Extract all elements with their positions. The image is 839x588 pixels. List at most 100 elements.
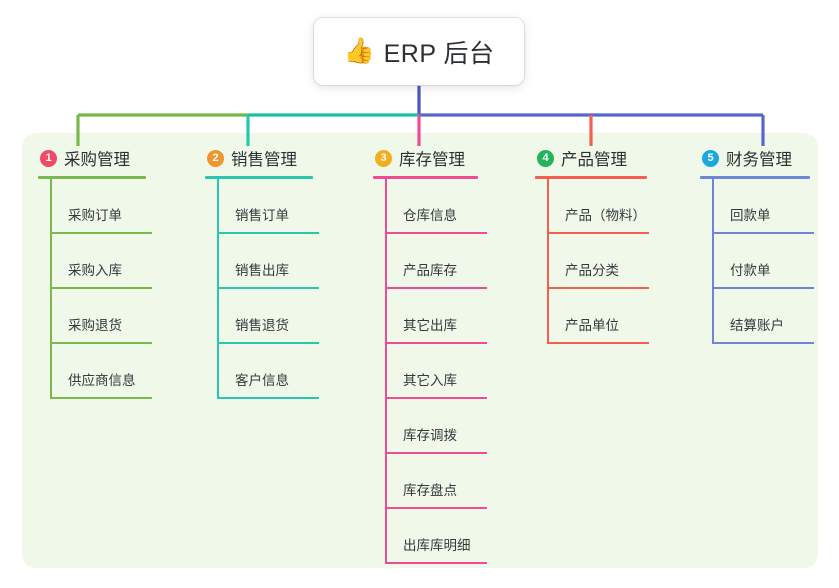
list-item[interactable]: 回款单 (714, 179, 814, 234)
list-item-underline (549, 232, 649, 234)
column-title: 库存管理 (399, 151, 465, 169)
column-badge-icon: 1 (40, 149, 57, 167)
list-item-label: 其它出库 (403, 318, 457, 333)
list-item-label: 采购退货 (68, 318, 122, 333)
column-underline (535, 176, 647, 179)
columns-panel (22, 133, 818, 568)
list-item-label: 采购入库 (68, 263, 122, 278)
list-item-underline (219, 232, 319, 234)
list-item-underline (52, 287, 152, 289)
list-item-label: 产品单位 (565, 318, 619, 333)
column-title: 采购管理 (64, 151, 130, 169)
column-spine (547, 179, 549, 344)
list-item-underline (387, 397, 487, 399)
column-2: 2 销售管理销售订单销售出库销售退货客户信息 (205, 146, 319, 399)
list-item[interactable]: 供应商信息 (52, 344, 152, 399)
root-node[interactable]: 👍 ERP 后台 (314, 18, 524, 85)
list-item[interactable]: 销售退货 (219, 289, 319, 344)
list-item-underline (387, 287, 487, 289)
column-badge-icon: 4 (537, 149, 554, 167)
list-item-label: 其它入库 (403, 373, 457, 388)
list-item[interactable]: 采购订单 (52, 179, 152, 234)
list-item-label: 产品分类 (565, 263, 619, 278)
column-items: 产品（物料） 产品分类产品单位 (535, 179, 649, 344)
list-item[interactable]: 其它入库 (387, 344, 487, 399)
column-underline (373, 176, 478, 179)
list-item-underline (549, 342, 649, 344)
list-item-underline (52, 342, 152, 344)
thumbs-up-icon: 👍 (343, 37, 375, 65)
list-item-label: 回款单 (730, 208, 771, 223)
list-item-underline (549, 287, 649, 289)
column-spine (712, 179, 714, 344)
column-badge-icon: 2 (207, 149, 224, 167)
column-spine (50, 179, 52, 399)
list-item[interactable]: 结算账户 (714, 289, 814, 344)
list-item[interactable]: 客户信息 (219, 344, 319, 399)
list-item-label: 采购订单 (68, 208, 122, 223)
list-item-label: 销售退货 (235, 318, 289, 333)
list-item-label: 仓库信息 (403, 208, 457, 223)
column-header-5[interactable]: 5 财务管理 (700, 146, 810, 170)
list-item[interactable]: 产品分类 (549, 234, 649, 289)
column-underline (205, 176, 313, 179)
column-badge-icon: 5 (702, 149, 719, 167)
list-item[interactable]: 销售订单 (219, 179, 319, 234)
list-item-label: 产品库存 (403, 263, 457, 278)
list-item[interactable]: 付款单 (714, 234, 814, 289)
list-item[interactable]: 产品（物料） (549, 179, 649, 234)
column-header-2[interactable]: 2 销售管理 (205, 146, 313, 170)
column-3: 3 库存管理仓库信息产品库存其它出库其它入库库存调拨库存盘点出库库明细 (373, 146, 487, 564)
list-item[interactable]: 库存盘点 (387, 454, 487, 509)
list-item-underline (52, 397, 152, 399)
list-item-label: 产品（物料） (565, 208, 646, 223)
column-spine (217, 179, 219, 399)
list-item[interactable]: 其它出库 (387, 289, 487, 344)
list-item-underline (387, 562, 487, 564)
column-items: 采购订单采购入库采购退货供应商信息 (38, 179, 152, 399)
column-1: 1 采购管理采购订单采购入库采购退货供应商信息 (38, 146, 152, 399)
list-item-underline (714, 342, 814, 344)
list-item[interactable]: 库存调拨 (387, 399, 487, 454)
list-item-underline (387, 342, 487, 344)
list-item-label: 结算账户 (730, 318, 784, 333)
list-item-label: 销售出库 (235, 263, 289, 278)
list-item[interactable]: 采购入库 (52, 234, 152, 289)
list-item[interactable]: 仓库信息 (387, 179, 487, 234)
list-item-underline (219, 287, 319, 289)
column-title: 产品管理 (561, 151, 627, 169)
list-item-underline (219, 397, 319, 399)
column-title: 财务管理 (726, 151, 792, 169)
list-item-label: 供应商信息 (68, 373, 136, 388)
list-item[interactable]: 销售出库 (219, 234, 319, 289)
list-item-underline (387, 232, 487, 234)
column-items: 回款单付款单结算账户 (700, 179, 814, 344)
column-title: 销售管理 (231, 151, 297, 169)
list-item-label: 付款单 (730, 263, 771, 278)
list-item-label: 库存盘点 (403, 483, 457, 498)
column-items: 仓库信息产品库存其它出库其它入库库存调拨库存盘点出库库明细 (373, 179, 487, 564)
root-title: ERP 后台 (383, 39, 495, 68)
list-item-label: 出库库明细 (403, 538, 471, 553)
list-item-underline (219, 342, 319, 344)
list-item[interactable]: 产品库存 (387, 234, 487, 289)
list-item[interactable]: 采购退货 (52, 289, 152, 344)
column-header-1[interactable]: 1 采购管理 (38, 146, 146, 170)
list-item-label: 库存调拨 (403, 428, 457, 443)
list-item-underline (52, 232, 152, 234)
column-spine (385, 179, 387, 564)
column-header-3[interactable]: 3 库存管理 (373, 146, 478, 170)
column-4: 4 产品管理产品（物料） 产品分类产品单位 (535, 146, 649, 344)
list-item[interactable]: 出库库明细 (387, 509, 487, 564)
list-item-label: 销售订单 (235, 208, 289, 223)
list-item[interactable]: 产品单位 (549, 289, 649, 344)
column-header-4[interactable]: 4 产品管理 (535, 146, 647, 170)
list-item-underline (714, 232, 814, 234)
list-item-underline (714, 287, 814, 289)
list-item-label: 客户信息 (235, 373, 289, 388)
column-items: 销售订单销售出库销售退货客户信息 (205, 179, 319, 399)
list-item-underline (387, 507, 487, 509)
column-badge-icon: 3 (375, 149, 392, 167)
column-5: 5 财务管理回款单付款单结算账户 (700, 146, 814, 344)
